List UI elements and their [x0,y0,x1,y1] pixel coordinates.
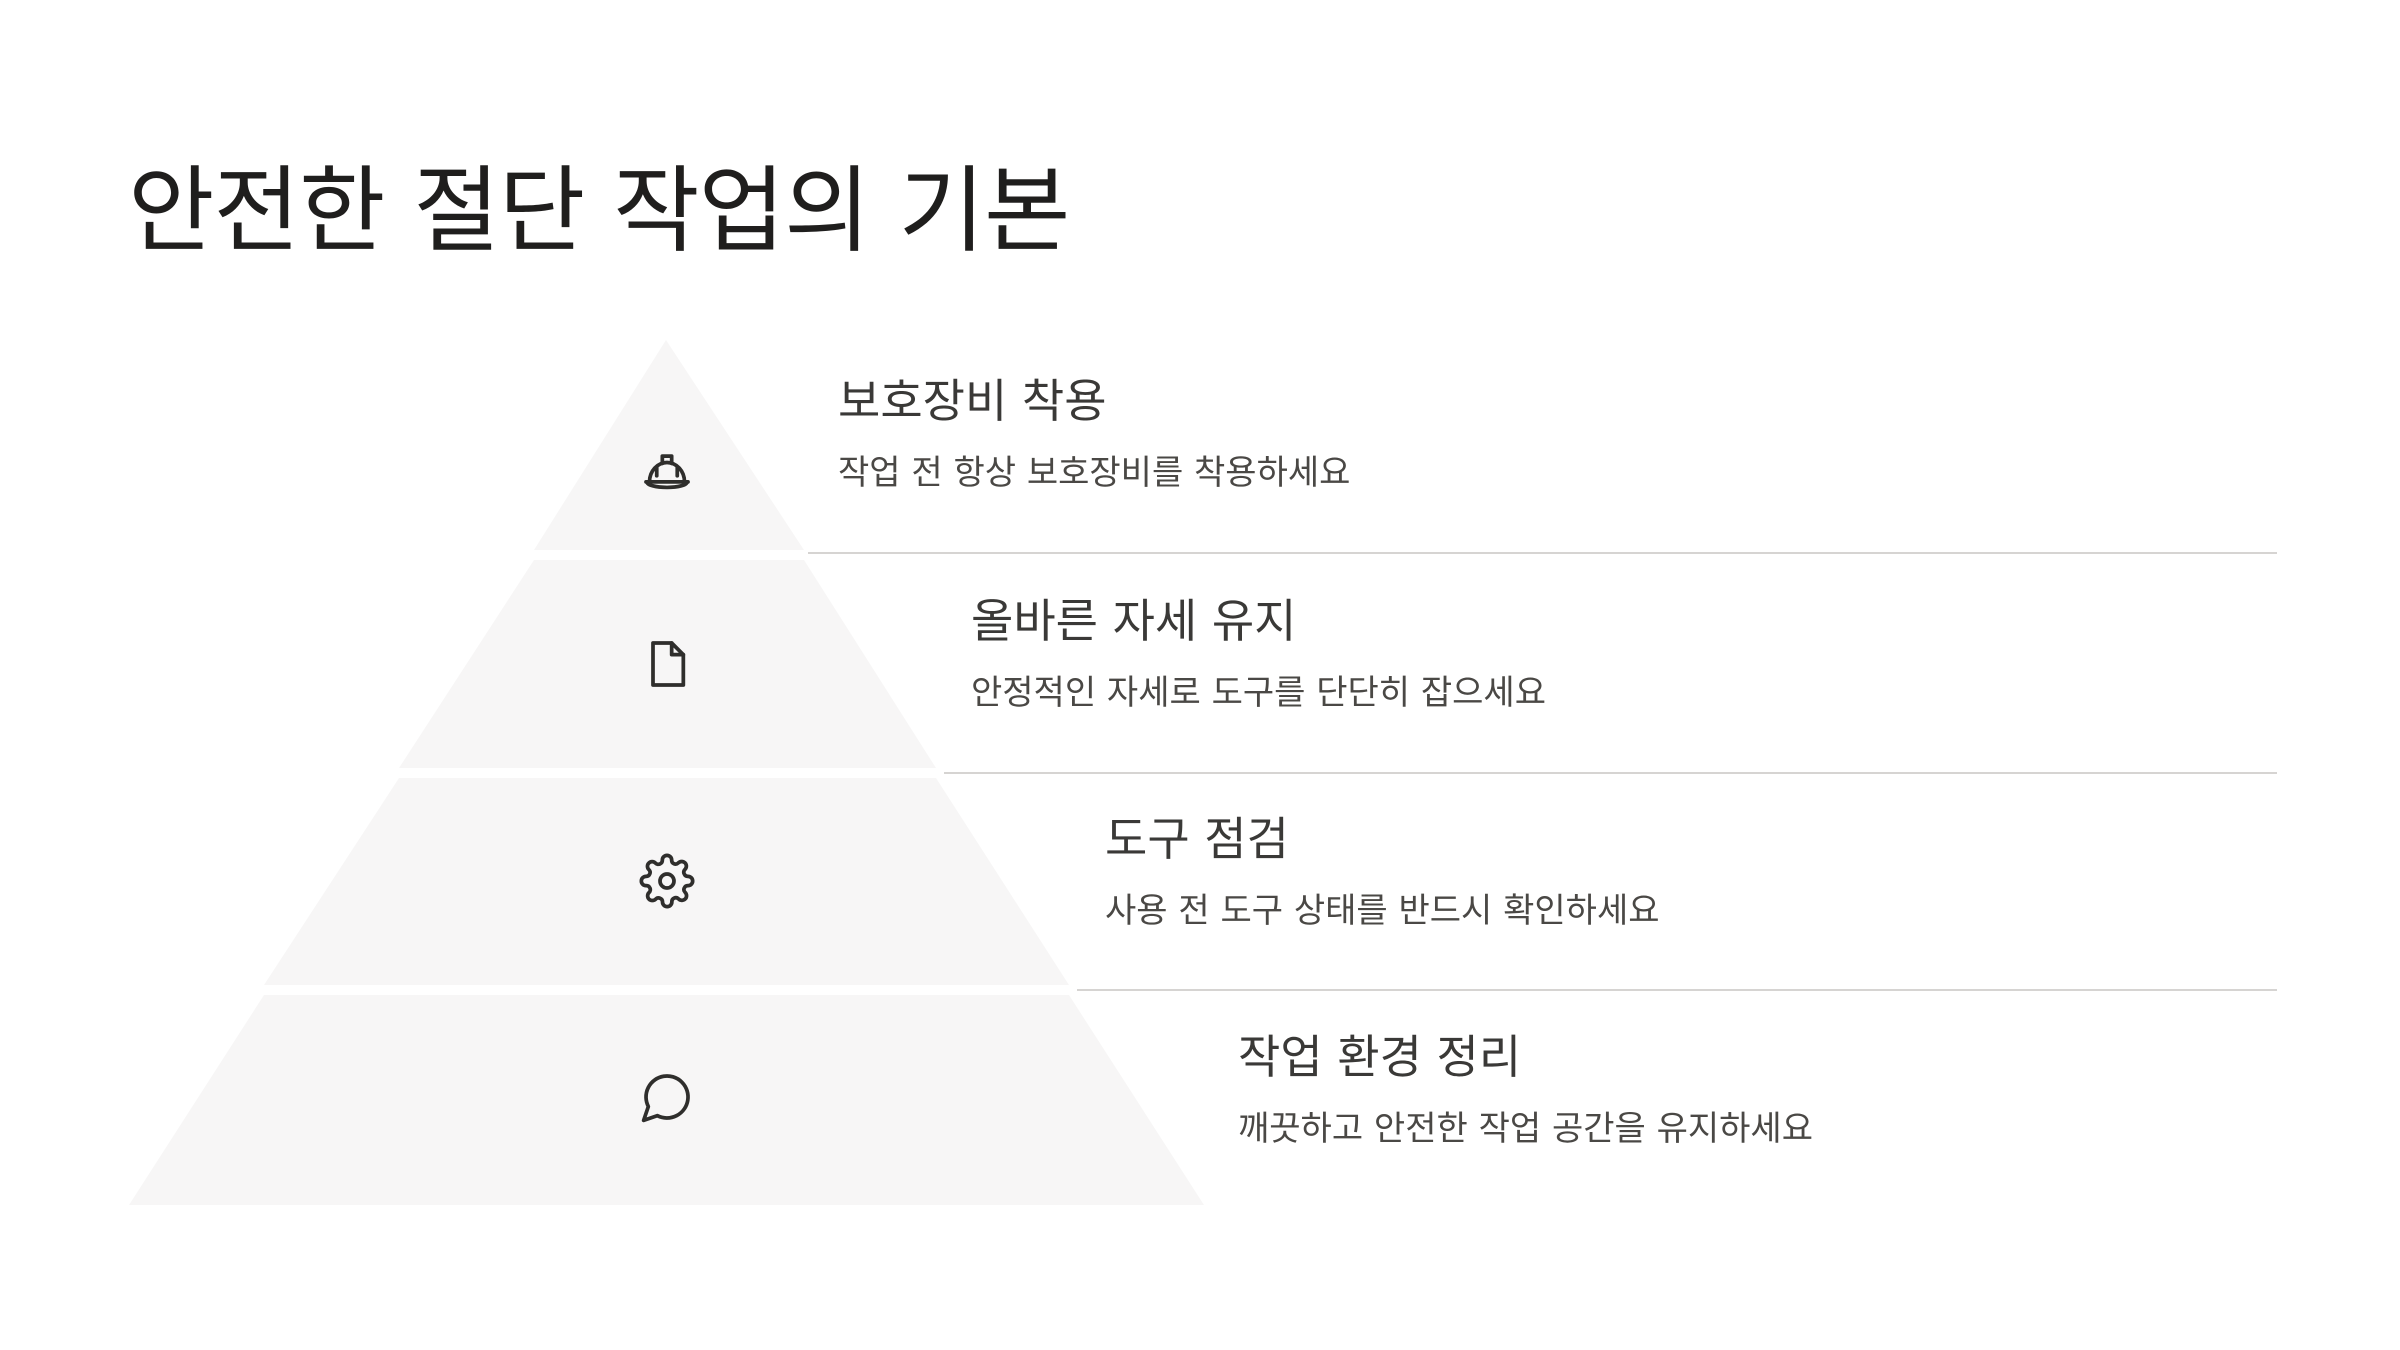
tier-1-text: 보호장비 착용 작업 전 항상 보호장비를 착용하세요 [838,374,1350,494]
tier-2-title: 올바른 자세 유지 [971,594,1297,648]
pyramid-tier-4 [129,995,1204,1205]
tier-4-text: 작업 환경 정리 깨끗하고 안전한 작업 공간을 유지하세요 [1238,1030,1813,1150]
tier-1-description: 작업 전 항상 보호장비를 착용하세요 [838,453,1351,494]
chat-bubble-icon [639,1069,695,1125]
tier-4-title: 작업 환경 정리 [1238,1030,1522,1084]
pyramid-tier-1 [534,340,804,550]
tier-1-title: 보호장비 착용 [838,374,1107,428]
pyramid-tier-3 [264,778,1069,985]
tier-3-text: 도구 점검 사용 전 도구 상태를 반드시 확인하세요 [1105,812,1660,932]
document-icon [639,636,695,692]
page-title: 안전한 절단 작업의 기본 [128,157,1070,266]
pyramid-tier-2 [399,560,936,768]
hard-hat-icon [639,441,695,497]
tier-2-text: 올바른 자세 유지 안정적인 자세로 도구를 단단히 잡으세요 [971,594,1546,714]
tier-2-description: 안정적인 자세로 도구를 단단히 잡으세요 [971,673,1546,714]
tier-3-title: 도구 점검 [1105,812,1289,866]
tier-4-description: 깨끗하고 안전한 작업 공간을 유지하세요 [1238,1109,1813,1150]
gear-icon [639,853,695,909]
tier-3-description: 사용 전 도구 상태를 반드시 확인하세요 [1105,891,1660,932]
